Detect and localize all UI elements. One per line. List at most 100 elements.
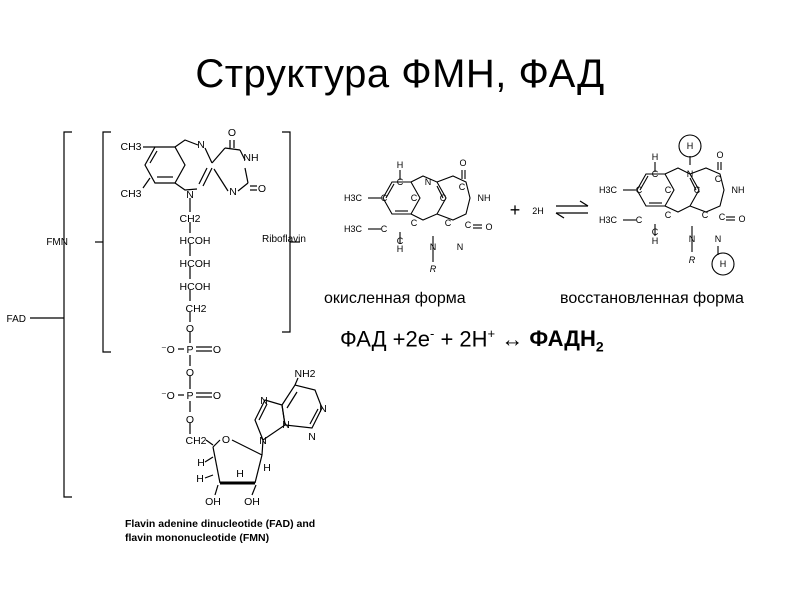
equation-product-sub: 2 xyxy=(595,338,604,355)
equation-sup1: - xyxy=(429,326,435,341)
atom-label: P xyxy=(186,344,193,356)
atom-label: N xyxy=(259,435,267,447)
atom-label: O xyxy=(738,214,745,224)
fmn-bracket-label: FMN xyxy=(46,237,68,248)
atom-label: O xyxy=(186,367,194,379)
reaction-arrows: + 2H xyxy=(510,200,589,220)
atom-label: H3C xyxy=(599,215,618,225)
atom-label: N xyxy=(308,431,316,443)
page-title: Структура ФМН, ФАД xyxy=(195,52,605,96)
atom-label: C xyxy=(652,227,659,237)
atom-label: O xyxy=(213,344,221,356)
fad-bracket-label: FAD xyxy=(7,314,26,325)
atom-label: H xyxy=(196,473,204,485)
atom-label: C xyxy=(694,185,701,195)
atom-label: H xyxy=(236,468,244,480)
atom-label: H xyxy=(652,236,659,246)
atom-label: O xyxy=(459,158,466,168)
fad-structure: FMN FAD Riboflavin CH3 CH3 O NH O N N N … xyxy=(7,127,327,508)
atom-label: OH xyxy=(205,496,221,508)
atom-label: N xyxy=(229,186,237,198)
equation-part2: + 2Н xyxy=(434,326,488,352)
atom-label: O xyxy=(186,323,194,335)
atom-label: P xyxy=(186,390,193,402)
atom-label: H xyxy=(397,244,404,254)
atom-label: C xyxy=(459,182,466,192)
caption-line-2: flavin mononucleotide (FMN) xyxy=(125,532,270,544)
atom-label: H xyxy=(687,141,694,151)
atom-label: C xyxy=(636,185,643,195)
reagent-label: 2H xyxy=(532,206,544,216)
atom-label: R xyxy=(689,255,696,265)
atom-label: C xyxy=(381,193,388,203)
atom-label: H xyxy=(263,462,271,474)
atom-label: C xyxy=(665,185,672,195)
atom-label: HCOH xyxy=(180,281,211,293)
atom-label: C xyxy=(381,224,388,234)
atom-label: CH3 xyxy=(120,188,141,200)
atom-label: C xyxy=(440,193,447,203)
plus-sign: + xyxy=(510,200,521,220)
atom-label: NH xyxy=(732,185,745,195)
atom-label: N xyxy=(319,403,327,415)
atom-label: H3C xyxy=(344,193,363,203)
atom-label: H xyxy=(397,160,404,170)
atom-label: CH2 xyxy=(179,213,200,225)
atom-label: N xyxy=(197,139,205,151)
equation-part1: ФАД +2е xyxy=(340,326,430,352)
atom-label: C xyxy=(715,174,722,184)
atom-label: C xyxy=(411,193,418,203)
atom-label: CH2 xyxy=(185,435,206,447)
equilibrium-arrow-icon xyxy=(555,200,589,219)
atom-label: O xyxy=(228,127,236,139)
atom-label: R xyxy=(430,264,437,274)
atom-label: NH xyxy=(243,152,258,164)
atom-label: O xyxy=(485,222,492,232)
atom-label: N xyxy=(457,242,464,252)
riboflavin-label: Riboflavin xyxy=(262,234,306,245)
atom-label: C xyxy=(636,215,643,225)
equation-arrow: ↔ xyxy=(495,326,530,352)
atom-label: OH xyxy=(244,496,260,508)
atom-label: N xyxy=(425,177,432,187)
atom-label: H xyxy=(652,152,659,162)
atom-label: C xyxy=(411,218,418,228)
atom-label: N xyxy=(282,419,290,431)
atom-label: N xyxy=(689,234,696,244)
atom-label: C xyxy=(665,210,672,220)
reaction-equation: ФАД +2е- + 2Н+ ↔ ФАДН2 xyxy=(340,326,604,355)
atom-label: C xyxy=(465,220,472,230)
atom-label: CH2 xyxy=(185,303,206,315)
atom-label: C xyxy=(445,218,452,228)
atom-label: HCOH xyxy=(180,258,211,270)
atom-label: N xyxy=(715,234,722,244)
atom-label: N xyxy=(430,242,437,252)
oxidized-form: H H H3C H3C C C C C C C C C C C N N NH N… xyxy=(344,158,493,274)
atom-label: O xyxy=(716,150,723,160)
atom-label: N xyxy=(687,169,694,179)
reduced-form: H H H3C H3C H H C C C C C C C C C C N N … xyxy=(599,134,746,276)
atom-label: H3C xyxy=(599,185,618,195)
atom-label: C xyxy=(719,212,726,222)
atom-label: O xyxy=(186,414,194,426)
atom-label: N xyxy=(186,189,194,201)
atom-label: NH xyxy=(478,193,491,203)
atom-label: ⁻O xyxy=(161,390,175,402)
caption-line-1: Flavin adenine dinucleotide (FAD) and xyxy=(125,518,316,530)
atom-label: N xyxy=(260,395,268,407)
atom-label: H xyxy=(720,259,727,269)
equation-product: ФАДН2 xyxy=(529,326,603,354)
atom-label: C xyxy=(397,177,404,187)
atom-label: H3C xyxy=(344,224,363,234)
equation-product-text: ФАДН xyxy=(529,326,596,352)
atom-label: O xyxy=(222,434,230,446)
atom-label: O xyxy=(258,183,266,195)
atom-label: HCOH xyxy=(180,235,211,247)
atom-label: ⁻O xyxy=(161,344,175,356)
atom-label: C xyxy=(397,236,404,246)
oxidized-form-label: окисленная форма xyxy=(324,290,466,307)
atom-label: C xyxy=(702,210,709,220)
reduced-form-label: восстановленная форма xyxy=(560,290,744,307)
atom-label: CH3 xyxy=(120,141,141,153)
